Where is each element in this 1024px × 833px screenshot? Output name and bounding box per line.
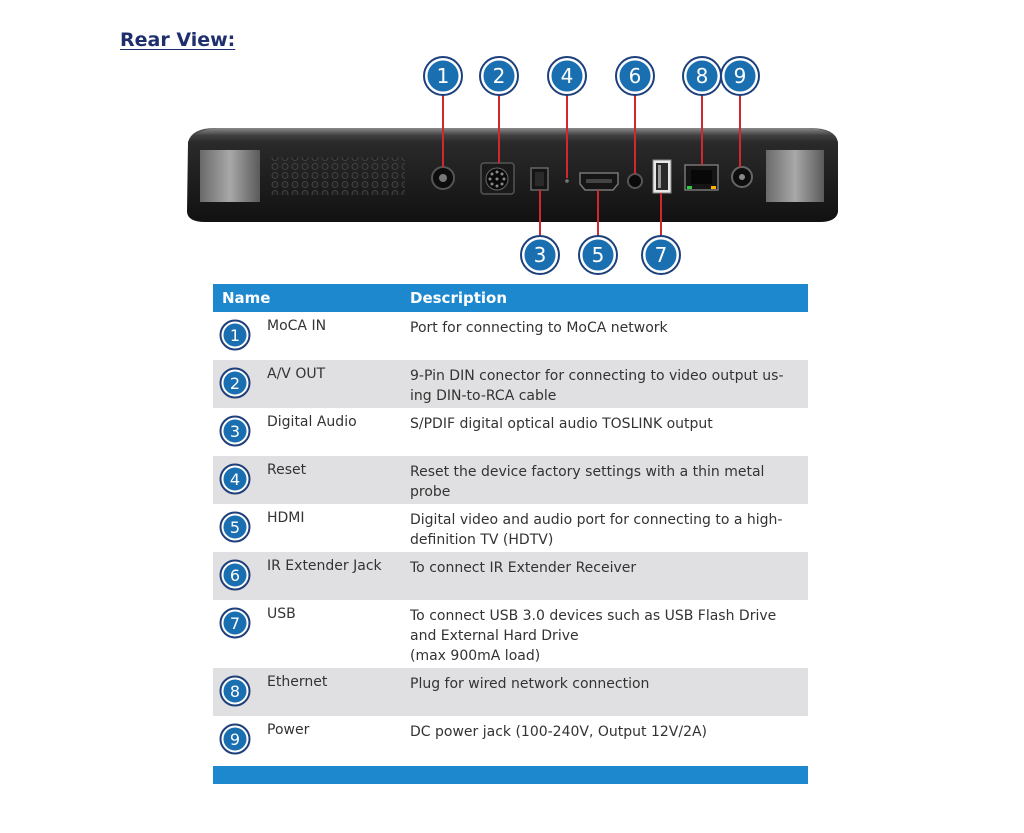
row-number: 2	[230, 374, 240, 393]
callout-number: 8	[696, 64, 709, 88]
top-callouts: 1 2 4 6 8 9	[423, 56, 760, 96]
callout-badge: 7	[641, 235, 681, 275]
table-footer-bar	[213, 766, 808, 784]
row-number: 4	[230, 470, 240, 489]
callout-number: 3	[534, 243, 547, 267]
row-number-badge: 1	[219, 319, 251, 351]
callout-number: 4	[561, 64, 574, 88]
row-number-badge: 9	[219, 723, 251, 755]
callout-number: 1	[437, 64, 450, 88]
callout-badge: 2	[479, 56, 519, 96]
row-number-badge: 5	[219, 511, 251, 543]
table-row: 7 USB To connect USB 3.0 devices such as…	[213, 600, 808, 668]
moca-in-port	[431, 166, 455, 190]
leader-lines	[442, 93, 741, 237]
hdmi-port	[579, 172, 619, 191]
port-name: IR Extender Jack	[267, 558, 382, 574]
table-row: 3 Digital Audio S/PDIF digital optical a…	[213, 408, 808, 456]
row-number: 8	[230, 682, 240, 701]
reset-pinhole	[565, 179, 569, 183]
row-number: 1	[230, 326, 240, 345]
port-name: MoCA IN	[267, 318, 327, 334]
row-number-badge: 6	[219, 559, 251, 591]
port-name: USB	[267, 606, 296, 622]
row-number: 5	[230, 518, 240, 537]
row-number-badge: 2	[219, 367, 251, 399]
callout-badge: 3	[520, 235, 560, 275]
right-end-cap	[766, 150, 824, 202]
left-end-cap	[200, 150, 260, 202]
callout-number: 5	[592, 243, 605, 267]
callout-badge: 9	[720, 56, 760, 96]
power-jack	[731, 166, 753, 188]
column-header-name: Name	[222, 289, 271, 307]
port-name: A/V OUT	[267, 366, 326, 382]
row-number: 7	[230, 614, 240, 633]
port-description: To connect USB 3.0 devices such as USB F…	[410, 608, 777, 664]
table-row: 5 HDMI Digital video and audio port for …	[213, 504, 808, 552]
column-header-description: Description	[410, 289, 508, 307]
callout-badge: 5	[578, 235, 618, 275]
port-description: Plug for wired network connection	[410, 676, 650, 692]
callout-badge: 4	[547, 56, 587, 96]
ethernet-port	[684, 164, 719, 191]
table-row: 2 A/V OUT 9-Pin DIN conector for connect…	[213, 360, 808, 408]
callout-number: 9	[734, 64, 747, 88]
row-number-badge: 3	[219, 415, 251, 447]
vent-grille	[270, 157, 405, 195]
port-name: Digital Audio	[267, 414, 357, 430]
ir-extender-jack	[627, 173, 643, 189]
callout-number: 2	[493, 64, 506, 88]
port-description: DC power jack (100-240V, Output 12V/2A)	[410, 724, 708, 740]
callout-badge: 8	[682, 56, 722, 96]
port-description: To connect IR Extender Receiver	[410, 560, 637, 576]
port-description: 9-Pin DIN conector for connecting to vid…	[410, 368, 784, 404]
table-row: 6 IR Extender Jack To connect IR Extende…	[213, 552, 808, 600]
usb-port	[652, 159, 672, 194]
table-row: 9 Power DC power jack (100-240V, Output …	[213, 716, 808, 764]
port-description: Digital video and audio port for connect…	[410, 512, 783, 548]
table-row: 8 Ethernet Plug for wired network connec…	[213, 668, 808, 716]
table-header: Name Description	[213, 284, 808, 312]
row-number: 9	[230, 730, 240, 749]
port-name: Ethernet	[267, 674, 328, 690]
row-number: 3	[230, 422, 240, 441]
port-description: S/PDIF digital optical audio TOSLINK out…	[410, 416, 713, 432]
bottom-callouts: 3 5 7	[520, 235, 681, 275]
row-number-badge: 4	[219, 463, 251, 495]
port-name: HDMI	[267, 510, 305, 526]
port-name: Reset	[267, 462, 307, 478]
row-number-badge: 7	[219, 607, 251, 639]
callout-number: 7	[655, 243, 668, 267]
port-description: Port for connecting to MoCA network	[410, 320, 668, 336]
port-description: Reset the device factory settings with a…	[410, 464, 765, 500]
row-number-badge: 8	[219, 675, 251, 707]
ports-table: Name Description 1 MoCA IN Port for conn…	[213, 284, 808, 784]
callout-number: 6	[629, 64, 642, 88]
table-row: 1 MoCA IN Port for connecting to MoCA ne…	[213, 312, 808, 360]
av-out-port	[480, 162, 515, 195]
table-row: 4 Reset Reset the device factory setting…	[213, 456, 808, 504]
callout-badge: 6	[615, 56, 655, 96]
port-name: Power	[267, 722, 310, 738]
page-heading: Rear View:	[120, 29, 236, 51]
digital-audio-port	[530, 167, 549, 191]
row-number: 6	[230, 566, 240, 585]
callout-badge: 1	[423, 56, 463, 96]
device-rear-panel-diagram: 1 2 4 6 8 9 3 5 7	[187, 56, 838, 275]
